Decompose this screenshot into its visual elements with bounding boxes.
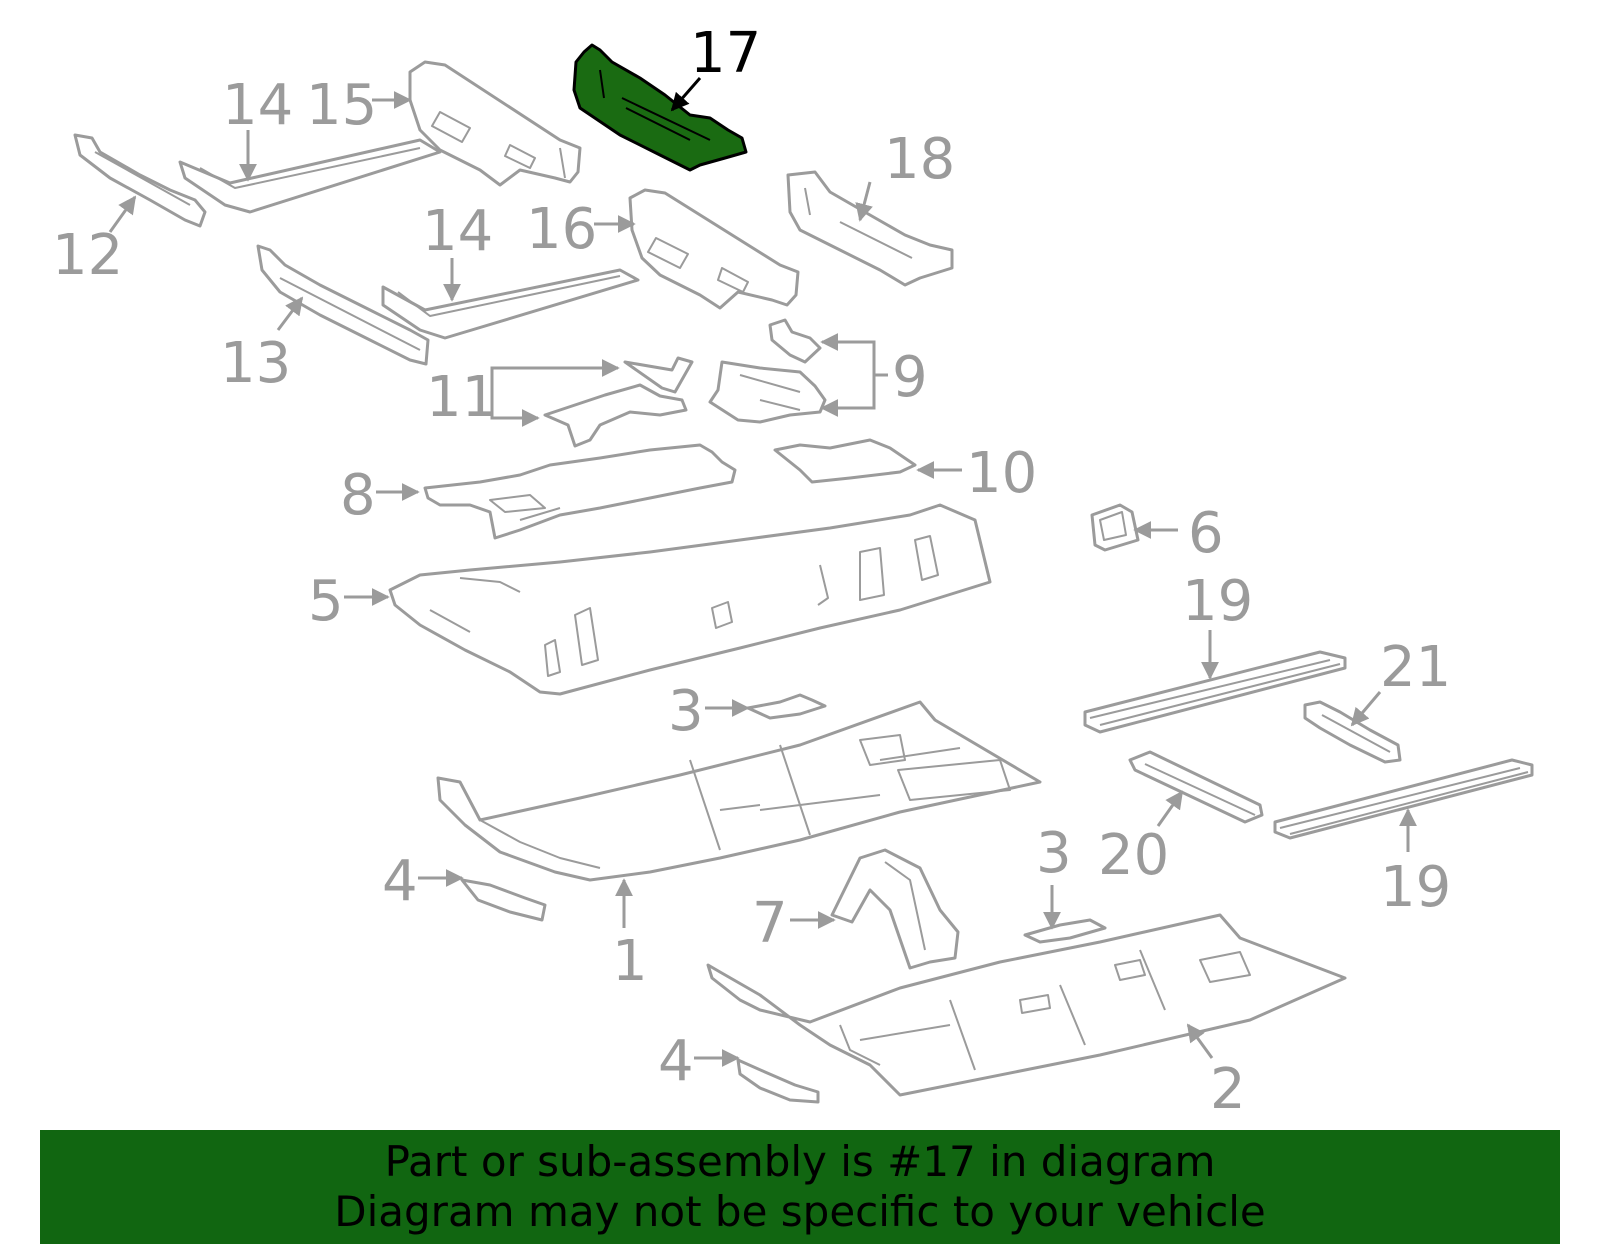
callout-10: 10: [966, 441, 1037, 506]
callout-9: 9: [892, 345, 928, 410]
callout-18: 18: [884, 127, 955, 192]
part-14-lower[interactable]: [381, 268, 640, 340]
part-9[interactable]: [708, 318, 827, 424]
callout-14-lower: 14: [422, 199, 493, 264]
part-11[interactable]: [543, 356, 694, 448]
callout-12: 12: [52, 223, 123, 288]
callout-3-upper: 3: [668, 679, 704, 744]
part-8[interactable]: [423, 443, 737, 540]
part-3-upper[interactable]: [746, 693, 827, 720]
callout-11: 11: [426, 365, 497, 430]
part-16[interactable]: [628, 188, 800, 310]
callout-13: 13: [220, 331, 291, 396]
callout-19-upper: 19: [1182, 569, 1253, 634]
callout-14-upper: 14: [222, 73, 293, 138]
banner-line-2: Diagram may not be specific to your vehi…: [334, 1187, 1266, 1236]
info-banner: Part or sub-assembly is #17 in diagram D…: [40, 1130, 1560, 1244]
part-21[interactable]: [1303, 700, 1402, 764]
part-10[interactable]: [773, 438, 917, 484]
callout-3-lower: 3: [1036, 821, 1072, 886]
part-6[interactable]: [1090, 503, 1140, 552]
parts-diagram: 17 15 14 12 16 14 18 13 11 9 8 10 6 5 19…: [52, 21, 1534, 1122]
callout-5: 5: [308, 569, 344, 634]
part-1[interactable]: [436, 700, 1042, 882]
callout-2: 2: [1210, 1057, 1246, 1122]
part-3-lower[interactable]: [1023, 918, 1107, 944]
callout-4-lower: 4: [658, 1029, 694, 1094]
callout-21: 21: [1380, 635, 1451, 700]
callout-1: 1: [612, 929, 648, 994]
part-20[interactable]: [1128, 750, 1264, 824]
part-19-upper[interactable]: [1083, 650, 1347, 734]
part-19-lower[interactable]: [1273, 758, 1534, 840]
callout-8: 8: [340, 463, 376, 528]
part-5[interactable]: [388, 503, 992, 696]
part-17-highlighted[interactable]: [572, 43, 748, 172]
callout-4-upper: 4: [382, 849, 418, 914]
callout-labels: 17 15 14 12 16 14 18 13 11 9 8 10 6 5 19…: [52, 21, 1451, 1122]
part-4-upper[interactable]: [460, 878, 547, 922]
callout-7: 7: [752, 891, 788, 956]
callout-17: 17: [690, 21, 761, 86]
callout-15: 15: [306, 73, 377, 138]
part-7[interactable]: [830, 848, 960, 970]
part-2[interactable]: [706, 913, 1347, 1097]
part-13[interactable]: [256, 244, 430, 366]
part-18[interactable]: [786, 170, 954, 287]
callout-19-lower: 19: [1380, 855, 1451, 920]
part-15[interactable]: [408, 60, 582, 187]
banner-line-1: Part or sub-assembly is #17 in diagram: [384, 1137, 1216, 1186]
part-12[interactable]: [73, 133, 207, 228]
leader-lines: [108, 77, 1417, 1067]
part-4-lower[interactable]: [736, 1058, 820, 1104]
callout-16: 16: [526, 197, 597, 262]
callout-6: 6: [1188, 501, 1224, 566]
part-14-upper[interactable]: [178, 138, 442, 214]
callout-20: 20: [1098, 823, 1169, 888]
